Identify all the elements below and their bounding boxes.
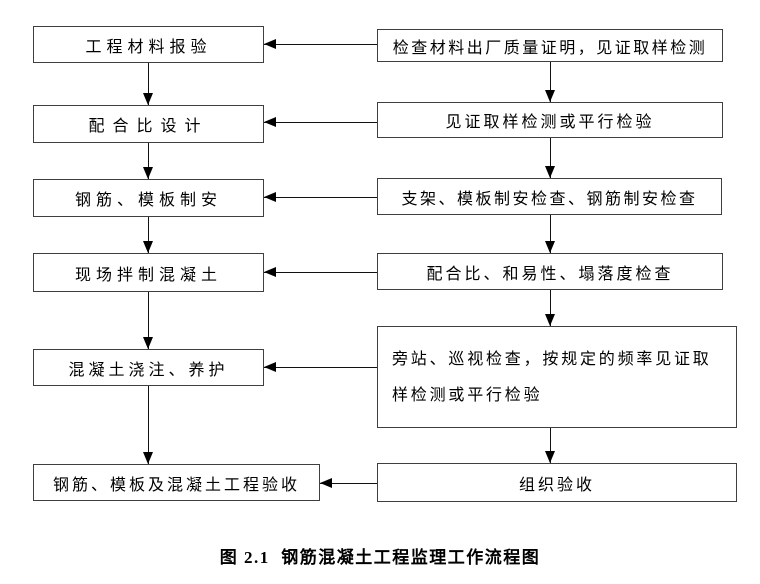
node-rebar-formwork-fabrication: 钢筋、模板制安 (33, 179, 264, 217)
node-mix-workability-slump-check: 配合比、和易性、塌落度检查 (377, 253, 723, 290)
node-rebar-formwork-concrete-acceptance: 钢筋、模板及混凝土工程验收 (33, 464, 320, 501)
arrow-down-icon (545, 90, 555, 102)
node-organize-acceptance: 组织验收 (377, 463, 737, 502)
arrow-down-icon (545, 314, 555, 326)
connector-line-row3 (264, 197, 377, 198)
connector-line-right-4-5 (550, 290, 551, 326)
node-mix-ratio-design: 配合比设计 (33, 105, 264, 143)
connector-line-left-4-5 (148, 292, 149, 349)
node-concrete-pouring-curing: 混凝土浇注、养护 (33, 349, 264, 386)
connector-line-row5 (264, 367, 377, 368)
connector-line-left-1-2 (148, 63, 149, 105)
connector-line-right-1-2 (550, 62, 551, 102)
arrow-down-icon (143, 241, 153, 253)
connector-line-right-5-6 (550, 428, 551, 463)
arrow-down-icon (545, 166, 555, 178)
node-onsite-concrete-mixing: 现场拌制混凝土 (33, 253, 264, 292)
node-support-formwork-rebar-check: 支架、模板制安检查、钢筋制安检查 (377, 178, 722, 215)
connector-line-right-2-3 (550, 138, 551, 178)
node-engineering-material-submission: 工程材料报验 (33, 26, 264, 63)
arrow-down-icon (143, 93, 153, 105)
node-side-station-patrol-inspection: 旁站、巡视检查，按规定的频率见证取样检测或平行检验 (377, 326, 737, 428)
arrow-left-icon (264, 362, 276, 372)
arrow-down-icon (143, 452, 153, 464)
arrow-down-icon (143, 337, 153, 349)
connector-line-row4 (264, 272, 377, 273)
node-material-certificate-check: 检查材料出厂质量证明，见证取样检测 (377, 29, 723, 62)
arrow-left-icon (264, 117, 276, 127)
node-witness-sampling-or-parallel-test: 见证取样检测或平行检验 (377, 102, 723, 138)
connector-line-right-3-4 (550, 215, 551, 253)
figure-caption: 图 2.1 钢筋混凝土工程监理工作流程图 (219, 548, 541, 567)
arrow-left-icon (264, 267, 276, 277)
connector-line-row6 (320, 483, 377, 484)
connector-line-row2 (264, 122, 377, 123)
arrow-down-icon (143, 167, 153, 179)
arrow-left-icon (264, 39, 276, 49)
connector-line-left-5-6 (148, 386, 149, 464)
arrow-left-icon (264, 192, 276, 202)
arrow-left-icon (320, 478, 332, 488)
connector-line-row1 (264, 44, 377, 45)
arrow-down-icon (545, 241, 555, 253)
connector-line-left-3-4 (148, 217, 149, 253)
arrow-down-icon (545, 451, 555, 463)
connector-line-left-2-3 (148, 143, 149, 179)
